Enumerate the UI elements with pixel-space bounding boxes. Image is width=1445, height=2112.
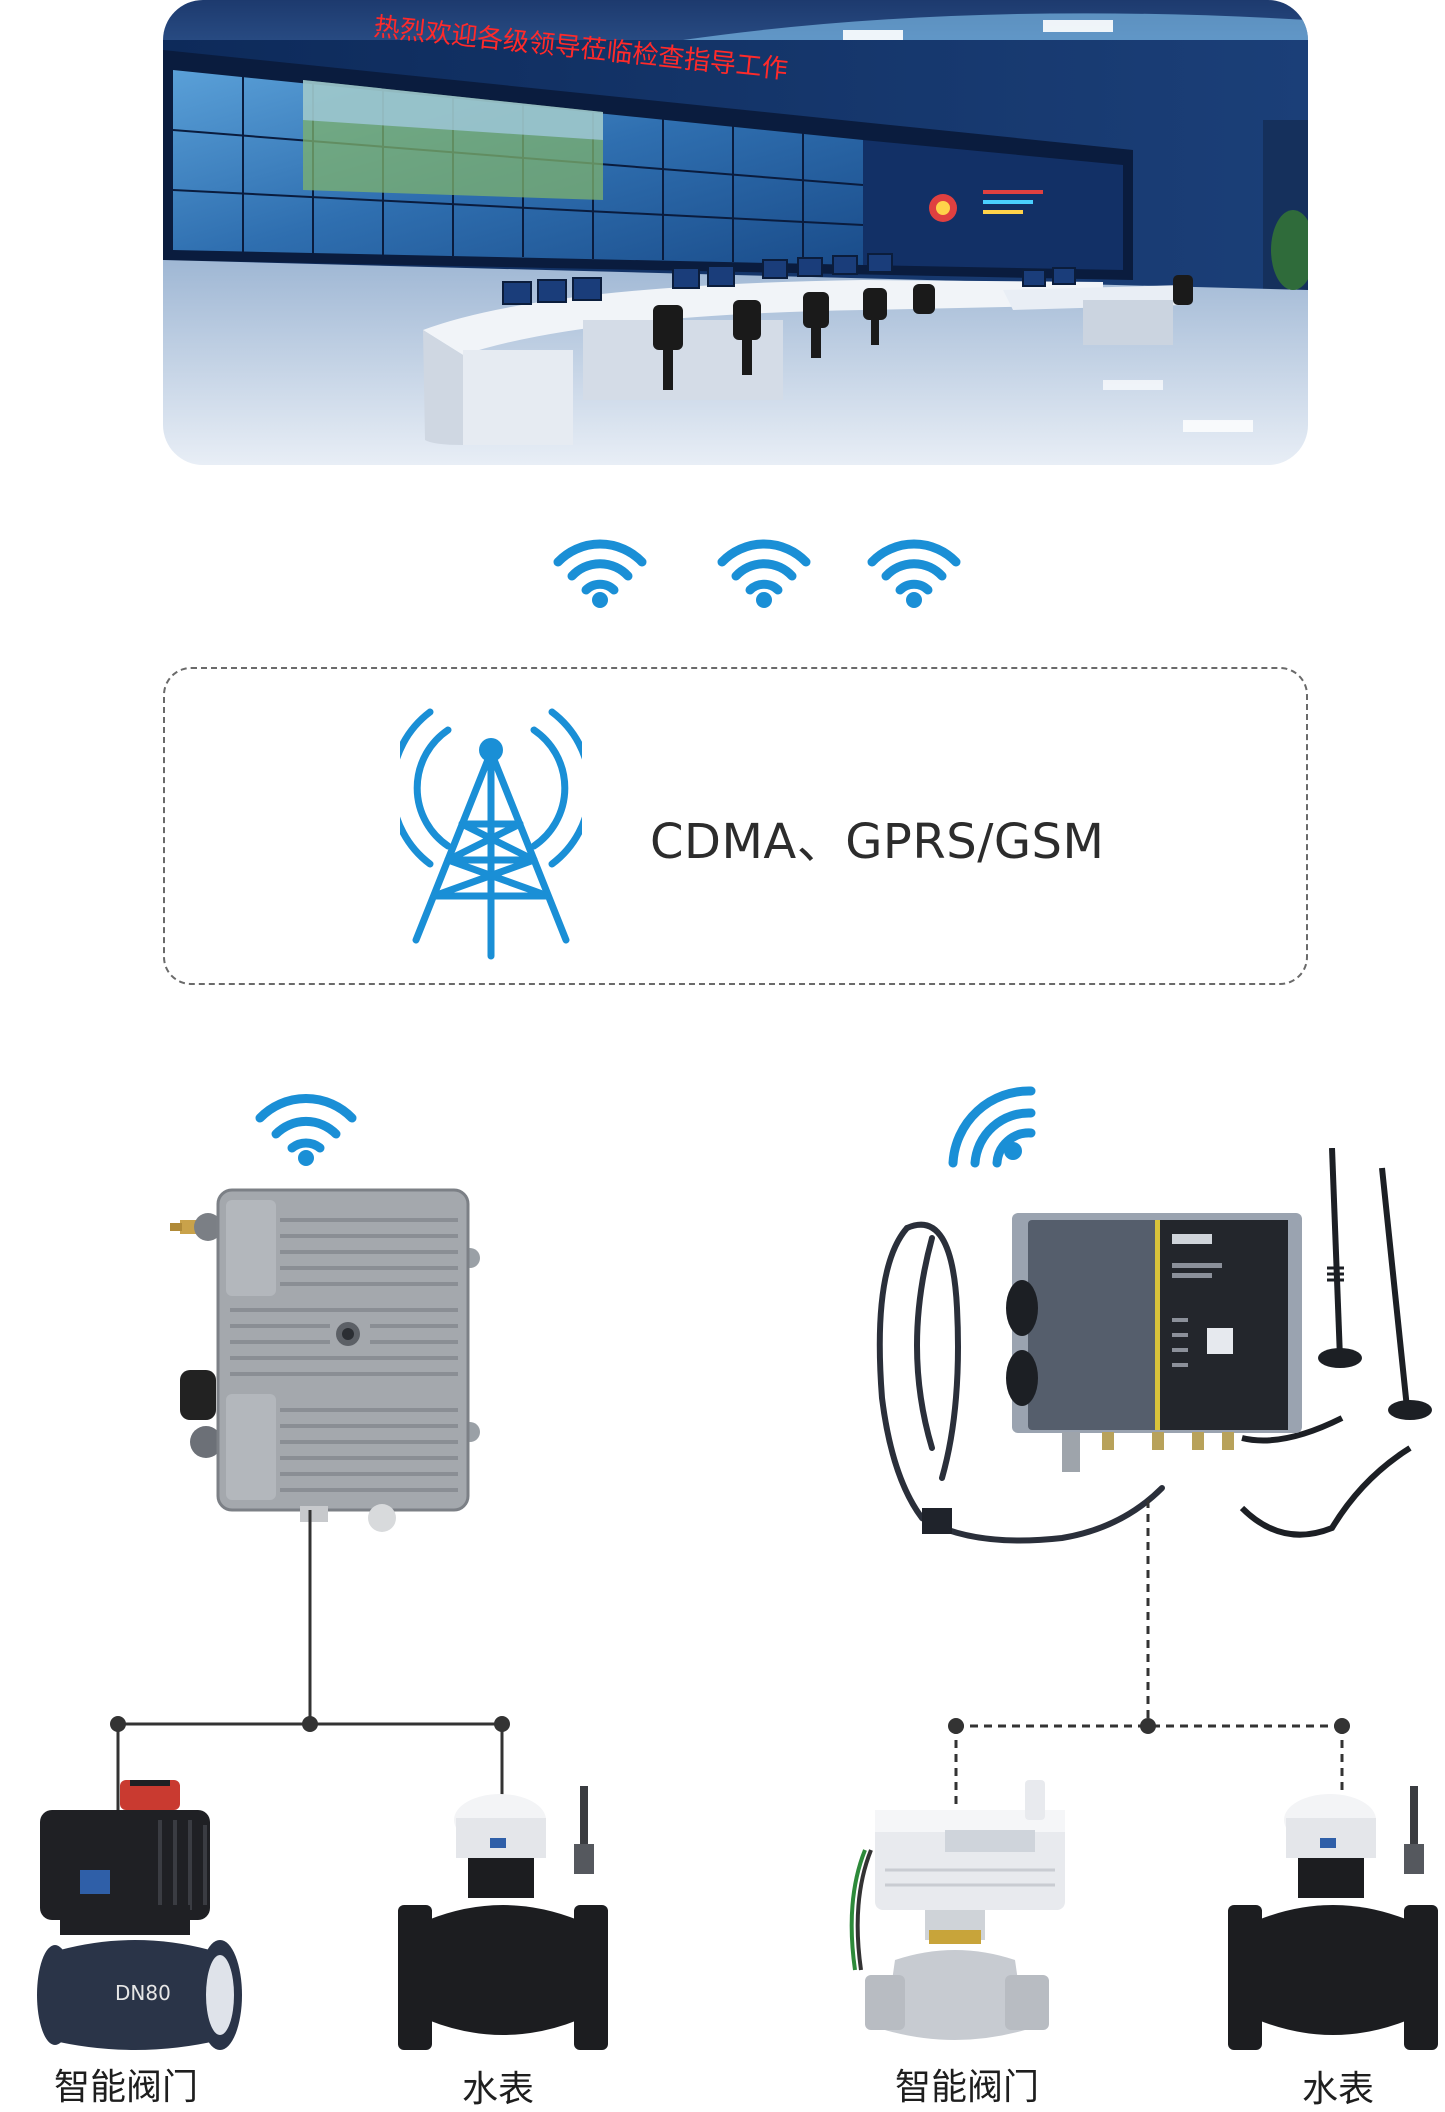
caption-left-meter: 水表 (462, 2069, 535, 2110)
water-meter-device (1228, 1786, 1438, 2050)
wifi-icon (717, 539, 811, 608)
network-box (163, 667, 1308, 985)
wifi-icon (948, 1086, 1036, 1168)
cell-tower-icon (400, 708, 582, 960)
water-meter-device (398, 1786, 608, 2050)
caption-left-valve: 智能阀门 (54, 2067, 199, 2108)
wifi-icon (867, 539, 961, 608)
smart-valve-device (849, 1780, 1065, 2040)
rtu-collector-device (170, 1188, 480, 1532)
control-room-image: 热烈欢迎各级领导莅临检查指导工作 (163, 0, 1308, 465)
wifi-icon (553, 539, 647, 608)
network-protocol-label: CDMA、GPRS/GSM (650, 814, 1105, 870)
caption-right-meter: 水表 (1302, 2069, 1375, 2110)
data-concentrator-device (876, 1148, 1432, 1544)
caption-right-valve: 智能阀门 (895, 2067, 1040, 2108)
wifi-icon (255, 1094, 357, 1166)
svg-text:DN80: DN80 (115, 1981, 171, 2005)
smart-valve-device: DN80 (37, 1780, 242, 2050)
